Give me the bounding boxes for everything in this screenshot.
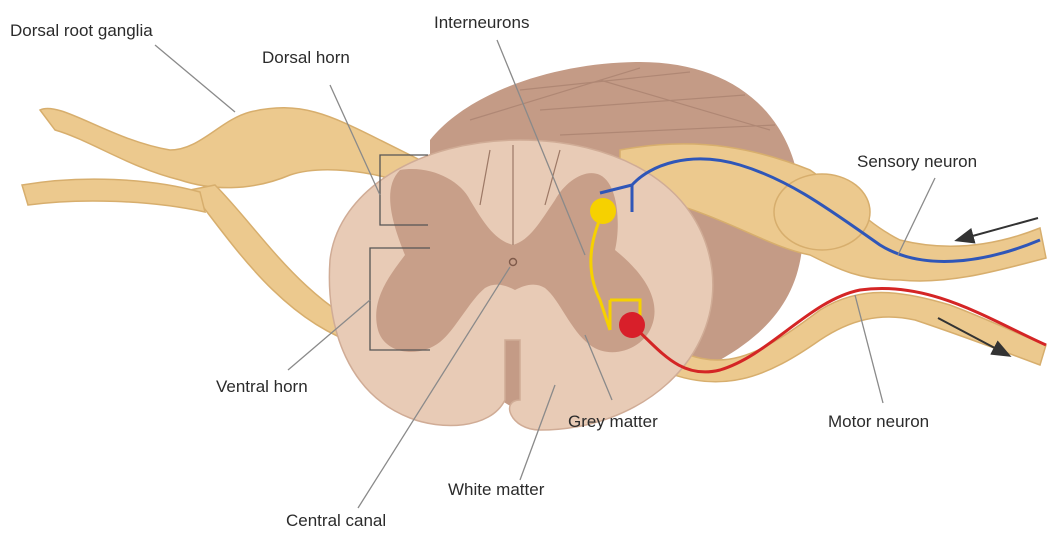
cross-section <box>329 140 712 430</box>
label-motor-neuron: Motor neuron <box>828 412 929 431</box>
label-dorsal-root-ganglia: Dorsal root ganglia <box>10 21 153 40</box>
label-ventral-horn: Ventral horn <box>216 377 308 396</box>
label-sensory-neuron: Sensory neuron <box>857 152 977 171</box>
label-dorsal-horn: Dorsal horn <box>262 48 350 67</box>
label-interneurons: Interneurons <box>434 13 529 32</box>
label-white-matter: White matter <box>448 480 545 499</box>
interneuron-soma <box>590 198 616 224</box>
label-central-canal: Central canal <box>286 511 386 530</box>
label-grey-matter: Grey matter <box>568 412 658 431</box>
motor-neuron-soma <box>619 312 645 338</box>
